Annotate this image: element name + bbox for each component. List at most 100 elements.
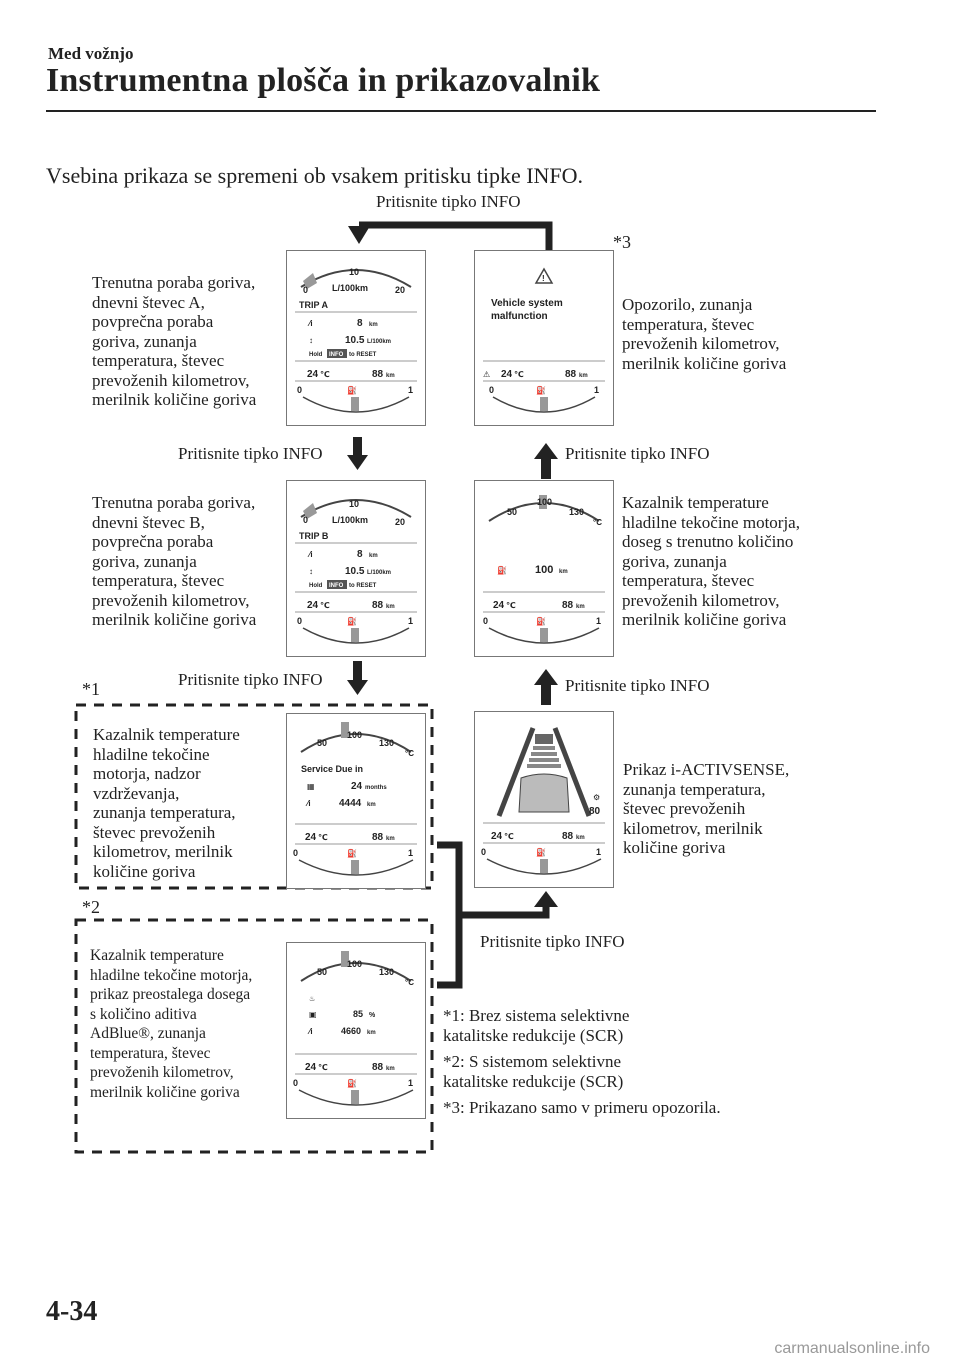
press-info-label: Pritisnite tipko INFO bbox=[480, 932, 625, 951]
svg-text:85: 85 bbox=[353, 1009, 363, 1019]
svg-text:km: km bbox=[386, 373, 395, 379]
svg-text:0: 0 bbox=[293, 848, 298, 858]
svg-text:INFO: INFO bbox=[329, 583, 344, 589]
svg-text:▣: ▣ bbox=[309, 1010, 317, 1019]
svg-text:⛽: ⛽ bbox=[536, 847, 546, 857]
svg-text:Service Due in: Service Due in bbox=[301, 764, 363, 774]
svg-text:20: 20 bbox=[395, 517, 405, 527]
press-info-label: Pritisnite tipko INFO bbox=[178, 444, 323, 463]
svg-text:0: 0 bbox=[297, 385, 302, 395]
svg-text:0: 0 bbox=[303, 515, 308, 525]
svg-text:L/100km: L/100km bbox=[332, 283, 368, 293]
svg-text:TRIP A: TRIP A bbox=[299, 300, 329, 310]
svg-text:⁄i: ⁄i bbox=[307, 319, 313, 328]
footnote-marker: *3 bbox=[613, 232, 631, 252]
svg-text:℃: ℃ bbox=[318, 833, 328, 842]
svg-text:℃: ℃ bbox=[320, 601, 330, 610]
svg-text:10.5: 10.5 bbox=[345, 566, 365, 577]
svg-text:km: km bbox=[369, 553, 378, 559]
svg-text:10: 10 bbox=[349, 267, 359, 277]
svg-text:⁄i: ⁄i bbox=[305, 799, 311, 808]
page-title: Instrumentna plošča in prikazovalnik bbox=[46, 62, 601, 99]
press-info-label: Pritisnite tipko INFO bbox=[178, 670, 323, 689]
svg-text:Hold: Hold bbox=[309, 352, 323, 358]
svg-text:⚠: ⚠ bbox=[483, 370, 490, 379]
svg-text:⁄i: ⁄i bbox=[307, 1027, 313, 1036]
svg-text:50: 50 bbox=[317, 738, 327, 748]
svg-text:km: km bbox=[576, 835, 585, 841]
svg-text:⛽: ⛽ bbox=[536, 385, 546, 395]
press-info-label: Pritisnite tipko INFO bbox=[565, 676, 710, 695]
svg-text:1: 1 bbox=[408, 385, 413, 395]
svg-text:100: 100 bbox=[347, 730, 362, 740]
arrow-down-icon bbox=[347, 455, 368, 470]
svg-text:50: 50 bbox=[317, 967, 327, 977]
svg-text:°C: °C bbox=[405, 749, 414, 758]
svg-text:8: 8 bbox=[357, 549, 363, 560]
svg-text:⛽: ⛽ bbox=[347, 385, 357, 395]
arrow-down-icon bbox=[347, 680, 368, 695]
svg-text:⛽: ⛽ bbox=[497, 565, 507, 575]
svg-text:88: 88 bbox=[372, 1062, 384, 1073]
svg-text:%: % bbox=[369, 1012, 376, 1019]
svg-text:24: 24 bbox=[493, 600, 505, 611]
svg-text:TRIP B: TRIP B bbox=[299, 531, 329, 541]
svg-text:km: km bbox=[386, 836, 395, 842]
arrow-down-icon bbox=[348, 226, 370, 244]
svg-text:malfunction: malfunction bbox=[491, 311, 548, 322]
svg-text:24: 24 bbox=[307, 600, 319, 611]
display-maintenance: 50 100 130 °C Service Due in ▦ 24 months… bbox=[286, 713, 426, 889]
svg-text:⁄i: ⁄i bbox=[307, 550, 313, 559]
svg-text:L/100km: L/100km bbox=[367, 570, 391, 576]
svg-text:24: 24 bbox=[305, 832, 317, 843]
svg-text:km: km bbox=[386, 1066, 395, 1072]
page-number: 4-34 bbox=[46, 1296, 98, 1327]
svg-text:8: 8 bbox=[357, 318, 363, 329]
svg-text:1: 1 bbox=[594, 385, 599, 395]
label-trip-b: Trenutna poraba goriva,dnevni števec B,p… bbox=[92, 493, 257, 629]
svg-text:130: 130 bbox=[569, 507, 584, 517]
svg-text:°C: °C bbox=[593, 518, 602, 527]
svg-text:km: km bbox=[576, 604, 585, 610]
svg-text:km: km bbox=[367, 1030, 376, 1036]
svg-text:⛽: ⛽ bbox=[536, 616, 546, 626]
display-coolant-range: 50 100 130 °C ⛽ 100 km 24 ℃ 88 km 0 1 ⛽ bbox=[474, 480, 614, 657]
svg-text:88: 88 bbox=[565, 369, 577, 380]
svg-text:℃: ℃ bbox=[504, 832, 514, 841]
svg-text:50: 50 bbox=[507, 507, 517, 517]
arrow-up-icon bbox=[534, 669, 558, 685]
svg-text:24: 24 bbox=[305, 1062, 317, 1073]
svg-text:℃: ℃ bbox=[514, 370, 524, 379]
svg-text:1: 1 bbox=[596, 847, 601, 857]
svg-text:24: 24 bbox=[501, 369, 513, 380]
svg-text:↕: ↕ bbox=[309, 567, 313, 576]
svg-text:0: 0 bbox=[481, 847, 486, 857]
display-trip-b: 0 10 20 L/100km TRIP B ⁄i 8 km ↕ 10.5 L/… bbox=[286, 480, 426, 657]
display-adblue: 50 100 130 °C ♨ ▣ 85 % ⁄i 4660 km 24 ℃ 8… bbox=[286, 942, 426, 1119]
svg-text:20: 20 bbox=[395, 285, 405, 295]
svg-text:88: 88 bbox=[372, 369, 384, 380]
svg-text:100: 100 bbox=[537, 497, 552, 507]
svg-text:Vehicle system: Vehicle system bbox=[491, 298, 563, 309]
svg-text:80: 80 bbox=[589, 806, 601, 817]
svg-text:1: 1 bbox=[596, 616, 601, 626]
svg-text:Hold: Hold bbox=[309, 583, 323, 589]
svg-text:0: 0 bbox=[303, 285, 308, 295]
footnote-3: *3: Prikazano samo v primeru opozorila. bbox=[443, 1098, 721, 1117]
svg-text:↕: ↕ bbox=[309, 336, 313, 345]
svg-text:℃: ℃ bbox=[506, 601, 516, 610]
svg-text:4660: 4660 bbox=[341, 1026, 361, 1036]
svg-text:⚙: ⚙ bbox=[593, 793, 600, 802]
svg-text:100: 100 bbox=[535, 564, 553, 576]
svg-text:10: 10 bbox=[349, 499, 359, 509]
arrow-up-icon bbox=[534, 891, 558, 907]
svg-text:to RESET: to RESET bbox=[349, 352, 377, 358]
svg-text:km: km bbox=[369, 322, 378, 328]
display-trip-a: 0 10 20 L/100km TRIP A ⁄i 8 km ↕ 10.5 L/… bbox=[286, 250, 426, 426]
svg-text:km: km bbox=[559, 569, 568, 575]
